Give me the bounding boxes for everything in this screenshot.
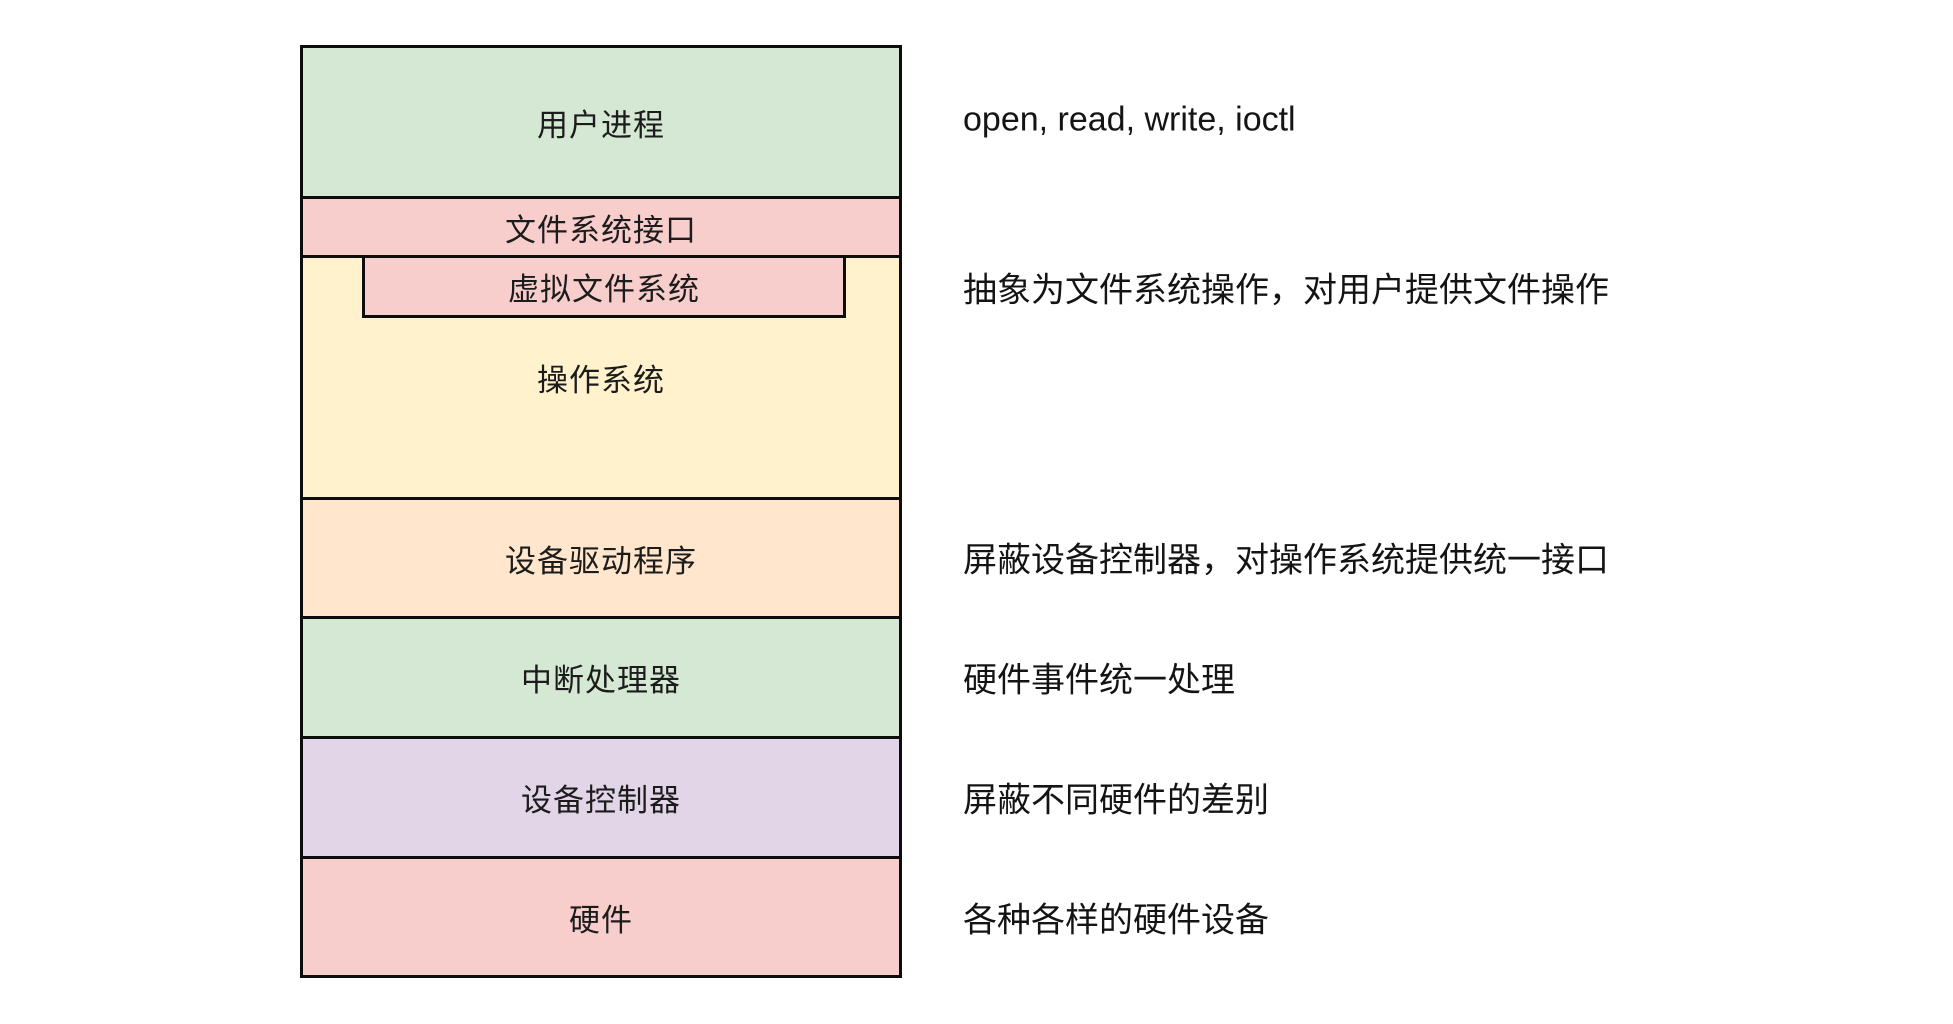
box-operating-system-label: 操作系统 xyxy=(537,363,665,398)
box-device-controller: 设备控制器 xyxy=(300,736,902,859)
box-device-controller-label: 设备控制器 xyxy=(521,783,681,818)
box-fs-interface: 文件系统接口 xyxy=(300,196,902,258)
box-hardware-label: 硬件 xyxy=(569,902,633,938)
annotation-user-process: open, read, write, ioctl xyxy=(963,100,1296,139)
annotation-hardware: 各种各样的硬件设备 xyxy=(963,901,1269,940)
box-fs-interface-label: 文件系统接口 xyxy=(505,212,697,248)
box-device-driver: 设备驱动程序 xyxy=(300,497,902,619)
box-user-process: 用户进程 xyxy=(300,45,902,199)
box-virtual-fs-label: 虚拟文件系统 xyxy=(508,272,700,307)
annotation-interrupt-handler: 硬件事件统一处理 xyxy=(963,661,1235,700)
box-virtual-fs: 虚拟文件系统 xyxy=(362,255,846,318)
box-user-process-label: 用户进程 xyxy=(537,107,665,143)
box-hardware: 硬件 xyxy=(300,856,902,978)
box-interrupt-handler: 中断处理器 xyxy=(300,616,902,739)
box-device-driver-label: 设备驱动程序 xyxy=(505,543,697,579)
layer-stack: 用户进程 文件系统接口 操作系统 虚拟文件系统 设备驱动程序 中断处理器 设备控… xyxy=(300,45,902,978)
annotation-device-controller: 屏蔽不同硬件的差别 xyxy=(963,781,1269,820)
annotation-virtual-fs: 抽象为文件系统操作，对用户提供文件操作 xyxy=(963,271,1609,310)
annotation-device-driver: 屏蔽设备控制器，对操作系统提供统一接口 xyxy=(963,541,1609,580)
box-interrupt-handler-label: 中断处理器 xyxy=(521,663,681,698)
